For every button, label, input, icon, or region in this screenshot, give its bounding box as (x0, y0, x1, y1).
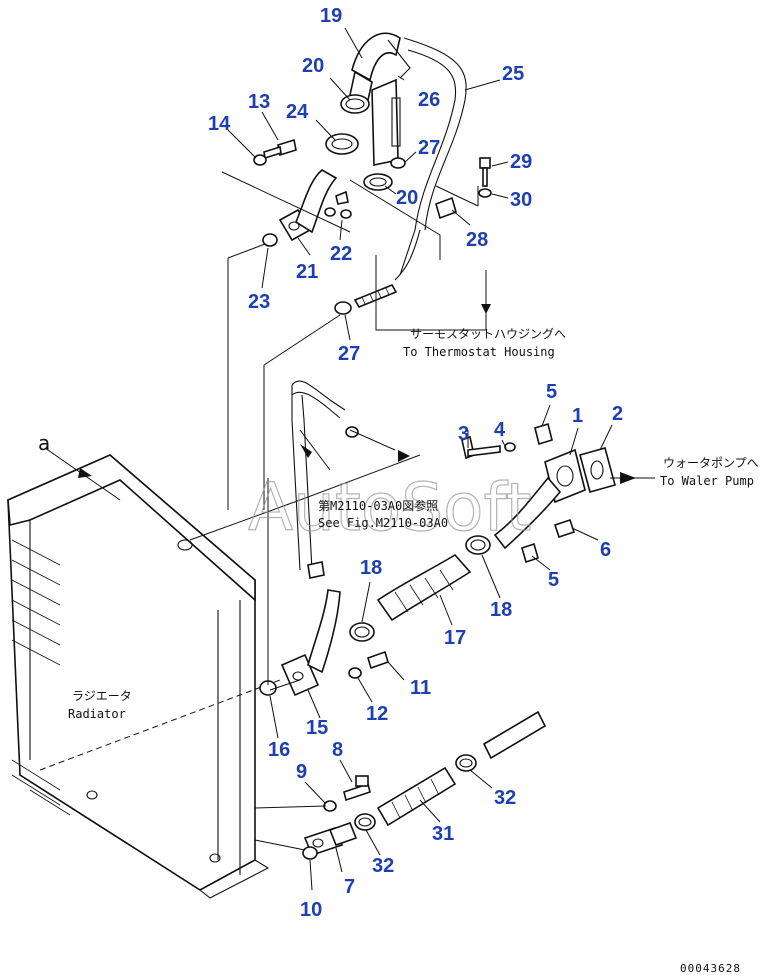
part-23-plug (262, 233, 278, 247)
callout-18-left: 18 (360, 557, 382, 579)
part-24-clamp (325, 133, 359, 155)
part-8-bolt (343, 775, 371, 802)
part-25-long-hose (394, 37, 467, 281)
part-21-outlet-elbow (278, 169, 338, 242)
label-ref-a: a (38, 431, 50, 455)
label-thermostat-en: To Thermostat Housing (403, 345, 555, 359)
part-10-plug (302, 846, 318, 860)
callout-27-upper: 27 (418, 137, 440, 159)
callout-9: 9 (296, 761, 307, 783)
callout-16: 16 (268, 739, 290, 761)
callout-18-right: 18 (490, 599, 512, 621)
label-fig-jp: 第M2110-03A0図参照 (318, 498, 438, 513)
callout-26: 26 (418, 89, 440, 111)
callout-2: 2 (612, 403, 623, 425)
callout-17: 17 (444, 627, 466, 649)
callout-30: 30 (510, 189, 532, 211)
label-fig-en: See Fig.M2110-03A0 (318, 516, 448, 530)
part-18-clamp-left (349, 622, 375, 642)
callout-7: 7 (344, 876, 355, 898)
leader-lines (44, 27, 655, 891)
callout-3: 3 (458, 423, 469, 445)
callout-20-upper: 20 (302, 55, 324, 77)
part-6-plug (553, 518, 576, 539)
part-17-hose (376, 553, 472, 622)
callout-1: 1 (572, 405, 583, 427)
part-20-clamp-upper (340, 94, 370, 114)
part-14-washer (253, 154, 267, 166)
part-28-bracket (435, 196, 457, 220)
part-18-clamp-right (465, 535, 491, 555)
callout-12: 12 (366, 703, 388, 725)
serial-number: 00043628 (680, 962, 741, 975)
callout-5-upper: 5 (546, 381, 557, 403)
part-29-bolt (479, 157, 491, 187)
callout-24: 24 (286, 101, 309, 123)
callout-4: 4 (494, 419, 506, 441)
part-31-hose (376, 766, 457, 827)
callout-19: 19 (320, 5, 342, 27)
callout-15: 15 (306, 717, 328, 739)
watermark: AutoSoft (248, 469, 531, 546)
part-27-nut-lower (334, 301, 352, 315)
bypass-hose (291, 380, 359, 579)
callout-32-left: 32 (372, 855, 394, 877)
callout-32-right: 32 (494, 787, 516, 809)
part-15-pipe (280, 589, 341, 697)
part-11-bolt (367, 650, 389, 670)
callout-21: 21 (296, 261, 318, 283)
callout-5-lower: 5 (548, 569, 559, 591)
callout-14: 14 (208, 113, 231, 135)
callout-27-lower: 27 (338, 343, 360, 365)
arrow-see-fig (300, 444, 410, 462)
callouts: 19 20 25 26 13 24 14 27 29 20 30 28 22 2… (208, 5, 623, 921)
part-12-washer (348, 667, 362, 679)
label-waterpump-en: To Waler Pump (660, 474, 754, 488)
callout-31: 31 (432, 823, 454, 845)
callout-22: 22 (330, 243, 352, 265)
callout-13: 13 (248, 91, 270, 113)
arrow-to-thermostat (481, 290, 491, 314)
callout-8: 8 (332, 739, 343, 761)
part-32-clamp-right (455, 754, 477, 772)
callout-20-lower: 20 (396, 187, 418, 209)
callout-29: 29 (510, 151, 532, 173)
callout-25: 25 (502, 63, 524, 85)
label-radiator-jp: ラジエータ (72, 689, 132, 703)
callout-6: 6 (600, 539, 611, 561)
callout-11: 11 (410, 677, 431, 699)
label-thermostat-jp: サーモスタットハウジングへ (410, 327, 566, 341)
arrow-to-water-pump (620, 472, 636, 484)
part-4-washer (504, 442, 516, 452)
lower-pipe (482, 710, 547, 760)
part-27-nut-upper (390, 157, 406, 169)
part-32-clamp-left (354, 813, 376, 831)
arrow-ref-a (78, 468, 92, 478)
radiator-body (7, 454, 281, 899)
callout-28: 28 (466, 229, 488, 251)
label-waterpump-jp: ウォータポンプへ (663, 456, 759, 470)
part-22-nuts (324, 190, 352, 219)
part-2-gasket (579, 447, 616, 493)
part-13-bolt (263, 138, 297, 160)
part-30-washer (478, 188, 492, 198)
label-radiator-en: Radiator (68, 707, 126, 721)
callout-10: 10 (300, 899, 322, 921)
part-5-nipple-upper (534, 422, 553, 446)
part-1-elbow (493, 448, 586, 550)
callout-23: 23 (248, 291, 270, 313)
